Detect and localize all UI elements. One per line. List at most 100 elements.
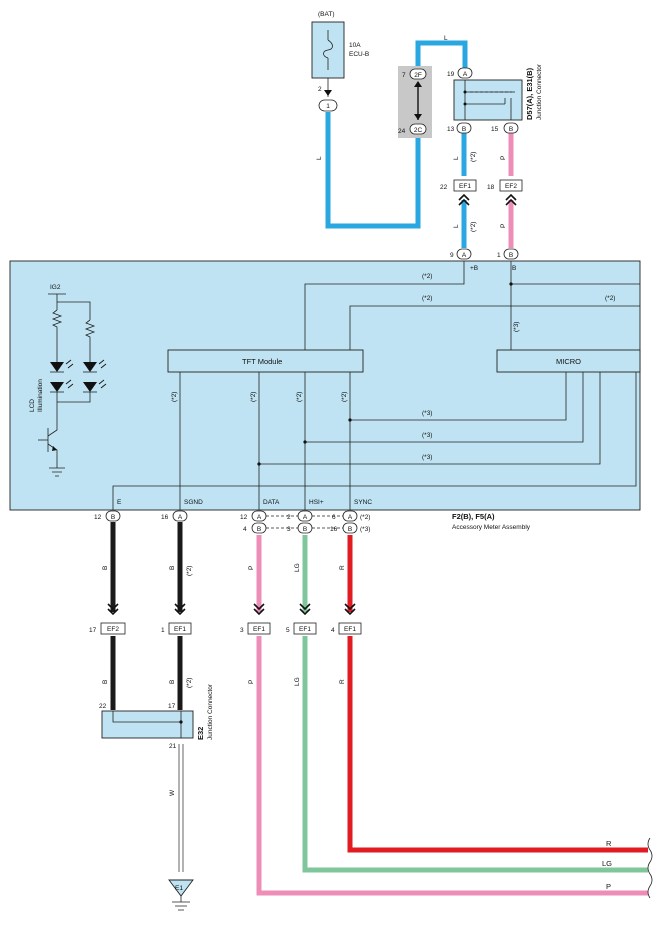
bpin-hsi-a-no: 2 — [287, 514, 291, 521]
wire-label-p-2: P — [248, 680, 255, 684]
joint-top-no: 7 — [402, 72, 406, 79]
note-upper-1: (*2) — [470, 152, 477, 162]
joint-bottom-no: 24 — [398, 128, 406, 135]
bpin-data-b: B — [257, 526, 261, 533]
term-hsi-label: HSI+ — [309, 499, 324, 506]
junction-out2-no: 15 — [491, 126, 499, 133]
bpin-sgnd-no: 16 — [161, 514, 169, 521]
meter-top-pin1: A — [462, 252, 467, 259]
junction-out2-pin: B — [509, 126, 513, 133]
ef-connector-lower-4: 5 EF1 — [286, 603, 317, 635]
joint-bottom-pin: 2C — [414, 127, 423, 134]
note-upper-2: (*2) — [470, 222, 477, 232]
note-tft-3: (*2) — [296, 392, 303, 402]
wire-label-l-left: L — [316, 156, 323, 160]
note-micro-3: (*3) — [422, 454, 432, 461]
bpin-sgnd: A — [178, 514, 183, 521]
wire-label-r-1: R — [339, 565, 346, 570]
note-sgnd-1: (*2) — [186, 566, 193, 576]
ef-upper-2-no: 18 — [487, 184, 495, 191]
tft-module-label: TFT Module — [242, 357, 282, 366]
ground-e1: E1 — [168, 879, 194, 911]
meter-plus-b-label: +B — [470, 265, 478, 272]
ef-connector-lower-2: 1 EF1 — [161, 603, 192, 635]
note-micro-1: (*3) — [422, 410, 432, 417]
illumination-label: Illumination — [37, 379, 44, 412]
wire-label-p-lower: P — [500, 224, 507, 228]
ef-connector-lower-3: 3 EF1 — [240, 603, 271, 635]
ig2-label: IG2 — [50, 284, 61, 291]
bpin-hsi-b-no: 3 — [287, 526, 291, 533]
term-data-label: DATA — [263, 499, 280, 506]
wire-label-r-2: R — [339, 679, 346, 684]
term-sgnd-label: SGND — [184, 499, 203, 506]
junction-in-pin: A — [463, 71, 468, 78]
fuse-pin-no: 2 — [318, 86, 322, 93]
wire-label-b-2: B — [169, 566, 176, 570]
meter-subtitle: Accessory Meter Assembly — [452, 524, 531, 531]
junction-connector-e32: 22 17 21 E32 Junction Connector — [99, 683, 214, 750]
joint-connector: 7 2F 24 2C — [398, 66, 432, 138]
ef-lower-4-name: EF1 — [299, 626, 311, 633]
wire-label-p-1: P — [248, 566, 255, 570]
wire-label-l-mid: L — [453, 156, 460, 160]
junction-out1-pin: B — [462, 126, 466, 133]
e32-name: E32 — [196, 727, 205, 740]
bpin-hsi-a: A — [303, 514, 308, 521]
note-bpin-1: (*2) — [360, 514, 370, 521]
bpin-data-a: A — [257, 514, 262, 521]
wire-blue-joint-to-junction — [415, 40, 468, 72]
e32-pin-right: 17 — [168, 703, 176, 710]
joint-top-pin: 2F — [414, 72, 422, 79]
lcd-label: LCD — [29, 399, 36, 412]
bpin-data-a-no: 12 — [240, 514, 248, 521]
bpin-sync-a-no: 6 — [332, 514, 336, 521]
meter-bottom-pins: 12 B 16 A 12 A 2 A 6 A (*2) 4 B 3 B 16 B… — [94, 510, 370, 534]
junction-d57-subtitle: Junction Connector — [536, 63, 543, 120]
note-meter-2: (*2) — [422, 295, 432, 302]
ground-label: E1 — [175, 885, 183, 892]
wire-red-sync — [347, 535, 648, 853]
bpin-hsi-b: B — [303, 526, 307, 533]
output-label-lg: LG — [602, 859, 612, 868]
junction-in-no: 19 — [447, 71, 455, 78]
ef-lower-3-name: EF1 — [253, 626, 265, 633]
e32-pin-bottom: 21 — [169, 743, 177, 750]
wire-label-lg-2: LG — [294, 677, 301, 686]
wire-label-p-top: P — [500, 156, 507, 160]
accessory-meter-assembly: +B B (*2) (*2) (*2) (*3) TFT Module MICR… — [9, 260, 641, 511]
break-mark — [647, 837, 653, 899]
meter-name: F2(B), F5(A) — [452, 512, 495, 521]
ef-connector-lower-1: 17 EF2 — [89, 603, 126, 635]
meter-b-label: B — [512, 265, 516, 272]
fuse-ecu-b: (BAT) 10A ECU-B 2 1 — [311, 11, 369, 112]
ef-lower-1-name: EF2 — [107, 626, 119, 633]
bpin-sync-b: B — [348, 526, 352, 533]
e32-pin-left: 22 — [99, 703, 107, 710]
ef-connector-lower-5: 4 EF1 — [331, 603, 362, 635]
wire-green-hsi — [302, 535, 648, 873]
fuse-name: ECU-B — [349, 51, 369, 58]
bpin-e-no: 12 — [94, 514, 102, 521]
ef-upper-2-name: EF2 — [505, 183, 517, 190]
battery-label: (BAT) — [318, 11, 335, 18]
wire-blue-fuse-to-joint — [325, 112, 421, 229]
ef-lower-3-no: 3 — [240, 627, 244, 634]
ef-lower-4-no: 5 — [286, 627, 290, 634]
bpin-sync-b-no: 16 — [330, 526, 338, 533]
ef-connector-upper-2: 18 EF2 — [487, 179, 523, 206]
ef-lower-1-no: 17 — [89, 627, 97, 634]
wire-label-l-top: L — [444, 35, 448, 42]
meter-top-pin2: B — [509, 252, 513, 259]
wire-label-b-1: B — [102, 566, 109, 570]
note-tft-4: (*2) — [341, 392, 348, 402]
wire-label-l-lower: L — [453, 224, 460, 228]
term-e-label: E — [117, 499, 122, 506]
bpin-sync-a: A — [348, 514, 353, 521]
wire-label-b-3: B — [102, 680, 109, 684]
note-meter-1: (*2) — [422, 273, 432, 280]
note-tft-2: (*2) — [250, 392, 257, 402]
note-micro-2: (*3) — [422, 432, 432, 439]
note-tft-1: (*2) — [171, 392, 178, 402]
fuse-pin-bottom: 1 — [326, 103, 330, 110]
